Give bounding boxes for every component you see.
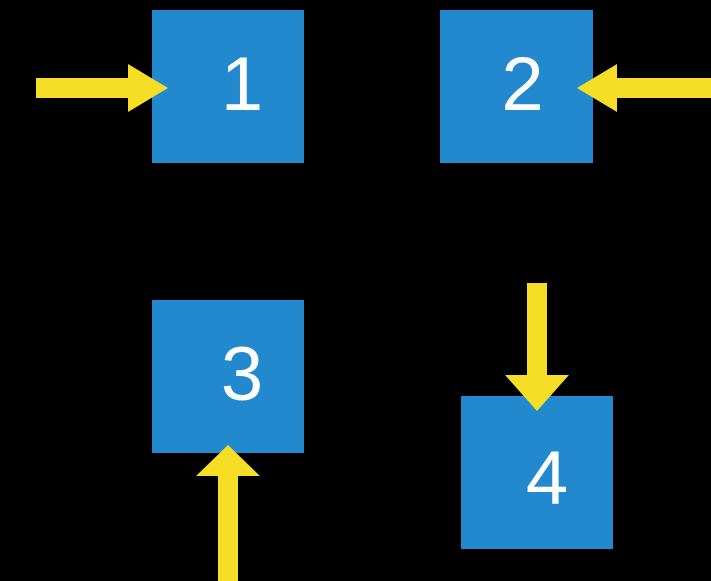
arrow-down-icon <box>505 283 569 411</box>
node-4-label: 4 <box>525 435 569 521</box>
arrow-up-icon <box>196 445 260 581</box>
diagram-node-2[interactable]: 2 <box>440 10 593 163</box>
node-3-label: 3 <box>220 331 264 417</box>
diagram-node-4[interactable]: 4 <box>461 396 613 549</box>
diagram-node-3[interactable]: 3 <box>152 300 304 453</box>
arrow-left-icon <box>577 64 711 112</box>
node-1-label: 1 <box>220 41 264 127</box>
node-2-label: 2 <box>501 41 544 127</box>
arrow-right-icon <box>36 64 168 112</box>
diagram-node-1[interactable]: 1 <box>152 10 304 163</box>
